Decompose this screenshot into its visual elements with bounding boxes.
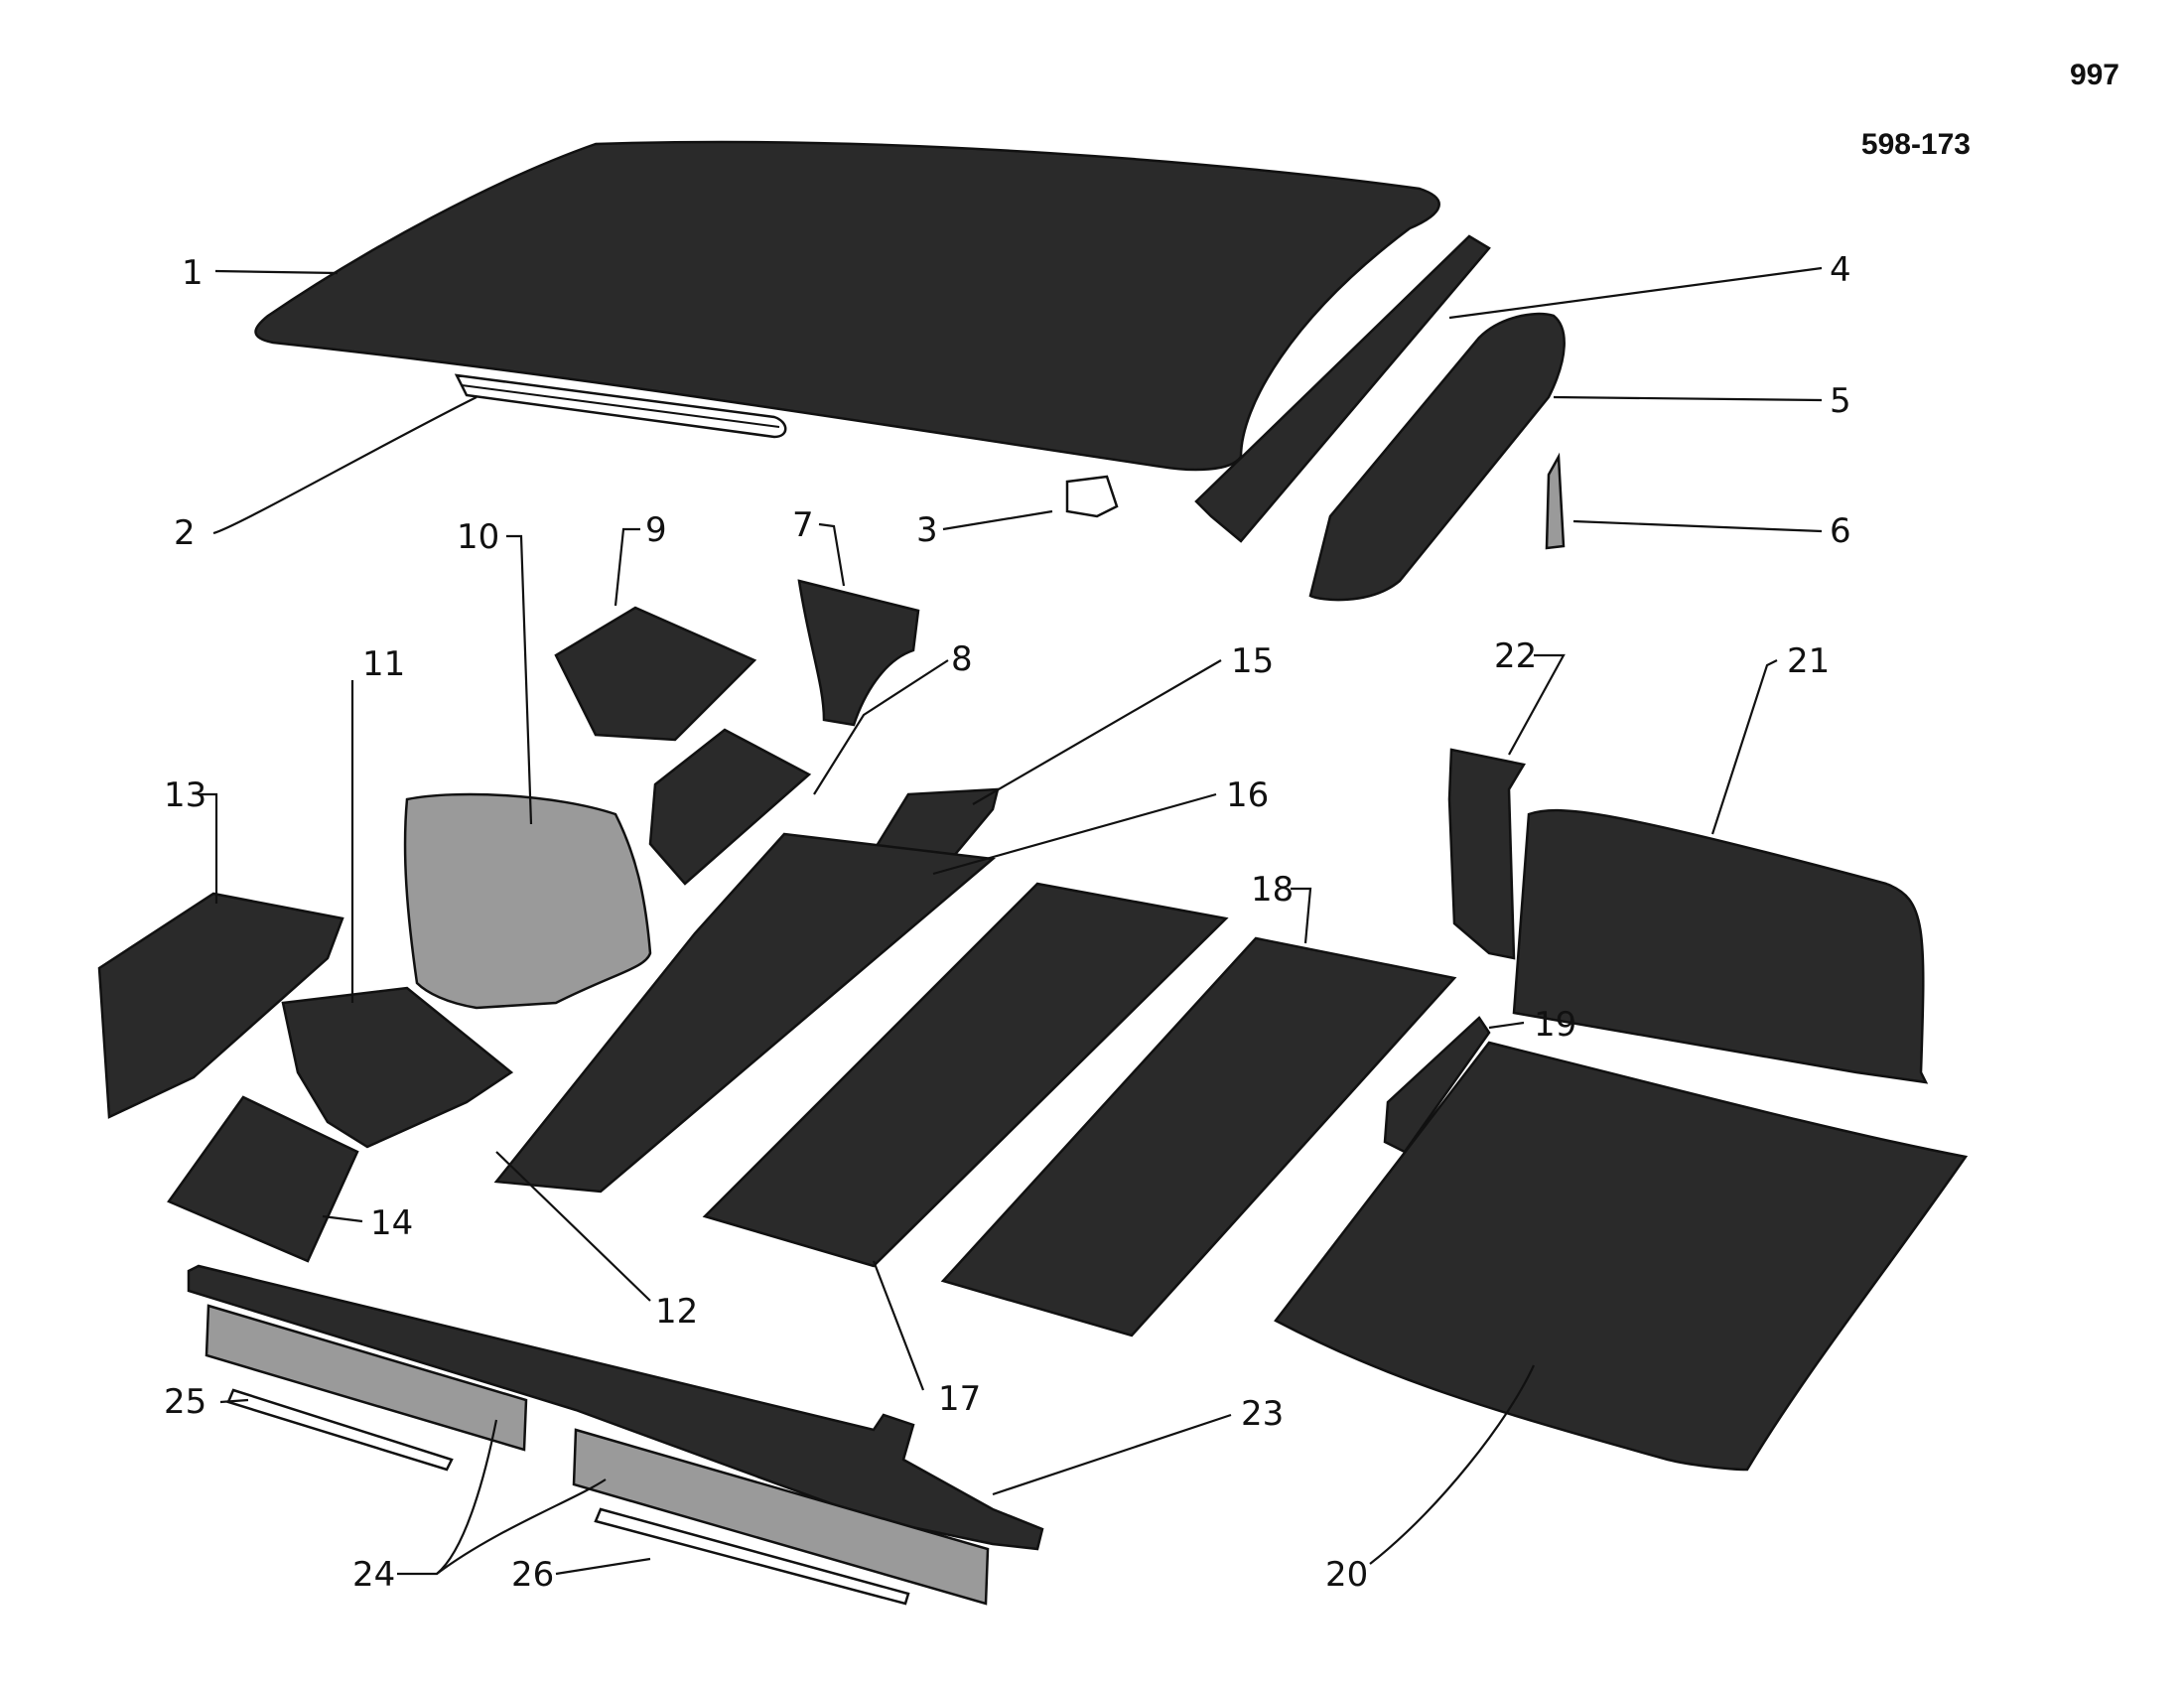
part-21-seat-back (1512, 808, 1929, 1084)
callout-3: 3 (916, 510, 938, 550)
part-22-pillar-pad (1447, 748, 1526, 960)
part-17-floor-pad (702, 882, 1229, 1268)
callout-17: 17 (938, 1379, 981, 1419)
callout-19: 19 (1534, 1005, 1576, 1045)
part-7-panel (797, 579, 920, 727)
callout-labels: 1 2 3 4 5 6 7 8 9 10 11 12 13 14 15 16 1… (164, 250, 1851, 1595)
part-26-retainer (594, 1507, 910, 1606)
callout-15: 15 (1231, 641, 1274, 681)
callout-14: 14 (370, 1203, 413, 1243)
figure-code: 598-173 (1861, 128, 1971, 161)
callout-10: 10 (457, 517, 499, 557)
callout-1: 1 (182, 253, 204, 293)
part-24-right-kick-strip (572, 1428, 990, 1606)
callout-11: 11 (362, 644, 405, 684)
callout-16: 16 (1226, 775, 1269, 815)
callout-2: 2 (174, 513, 196, 553)
part-23-sill-panel (187, 1264, 1044, 1551)
part-3-clip (1065, 475, 1119, 518)
part-24-left-kick-strip (205, 1304, 528, 1452)
callout-7: 7 (792, 505, 814, 545)
part-19-small-panel (1383, 1016, 1491, 1154)
part-20-trunk-mat (1274, 1041, 1969, 1472)
leader-lines (199, 266, 1823, 1576)
part-13-panel (97, 892, 344, 1119)
part-16-floor-pad (493, 832, 996, 1194)
callout-8: 8 (951, 639, 973, 679)
part-1-headliner (254, 140, 1440, 472)
callout-12: 12 (655, 1292, 698, 1332)
callout-18: 18 (1251, 870, 1294, 910)
part-6-small-pad (1545, 452, 1566, 550)
part-25-retainer (226, 1388, 454, 1472)
part-10-wheel-arch (403, 792, 652, 1010)
callout-26: 26 (511, 1555, 554, 1595)
part-5-side-panel (1308, 312, 1566, 602)
callout-4: 4 (1830, 250, 1851, 290)
callout-13: 13 (164, 775, 206, 815)
part-4-rail (1194, 234, 1491, 543)
callout-9: 9 (645, 510, 667, 550)
callout-22: 22 (1494, 636, 1537, 676)
part-12-tunnel-piece (281, 986, 514, 1149)
page-number: 997 (2070, 59, 2119, 91)
part-9-panel (554, 606, 757, 742)
part-18-floor-pad (940, 936, 1457, 1337)
part-8-panel (648, 728, 812, 886)
callout-24: 24 (352, 1555, 395, 1595)
callout-21: 21 (1787, 641, 1830, 681)
callout-6: 6 (1830, 511, 1851, 551)
callout-25: 25 (164, 1382, 206, 1422)
part-14-panel (167, 1095, 359, 1263)
callout-5: 5 (1830, 381, 1851, 421)
callout-23: 23 (1241, 1394, 1284, 1434)
callout-20: 20 (1325, 1555, 1368, 1595)
